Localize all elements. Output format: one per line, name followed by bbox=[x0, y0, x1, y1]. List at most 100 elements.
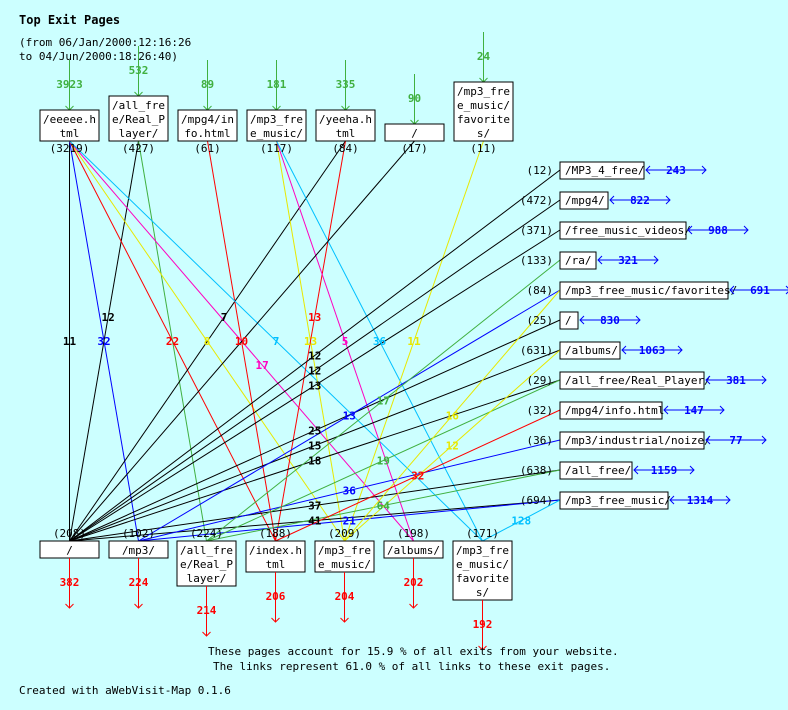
link-line bbox=[276, 140, 414, 542]
link-line bbox=[69, 379, 561, 542]
link-count: 128 bbox=[511, 515, 531, 528]
right-node-7: (29)/all_free/Real_Player/381 bbox=[527, 371, 767, 390]
link-line bbox=[344, 349, 561, 542]
page-label: / bbox=[66, 544, 73, 557]
page-count: (171) bbox=[466, 527, 499, 540]
page-count: (117) bbox=[260, 142, 293, 155]
exit-count: 382 bbox=[60, 576, 80, 589]
top-node-2: 89/mpg4/info.html(61) bbox=[177, 60, 238, 155]
link-line bbox=[138, 499, 561, 542]
link-line bbox=[69, 229, 561, 542]
page-label: /all_fre bbox=[112, 99, 165, 112]
exit-count: 206 bbox=[266, 590, 286, 603]
page-label: /yeeha.h bbox=[319, 113, 372, 126]
page-box bbox=[245, 540, 306, 573]
page-label: layer/ bbox=[187, 572, 227, 585]
external-count: 830 bbox=[600, 314, 620, 327]
external-arrow-right-head bbox=[689, 465, 695, 475]
top-node-1: 532/all_free/Real_Player/(427) bbox=[108, 46, 169, 155]
page-count: (472) bbox=[520, 194, 553, 207]
bottom-node-1: (102)/mp3/224 bbox=[108, 527, 169, 609]
external-arrow-right-head bbox=[653, 255, 659, 265]
link-count: 11 bbox=[63, 335, 77, 348]
page-count: (25) bbox=[527, 314, 554, 327]
link-count: 36 bbox=[343, 485, 357, 498]
page-label: /mp3_free_music/ bbox=[565, 494, 671, 507]
page-box bbox=[559, 311, 579, 330]
link-line bbox=[206, 469, 561, 542]
exit-arrow-head bbox=[271, 617, 280, 623]
link-b0-r11 bbox=[69, 499, 561, 542]
page-label: tml bbox=[60, 127, 80, 140]
page-label: e_music/ bbox=[456, 558, 509, 571]
page-count: (694) bbox=[520, 494, 553, 507]
page-label: e/Real_P bbox=[112, 113, 165, 126]
link-count: 13 bbox=[343, 410, 356, 423]
page-label: /free_music_videos/ bbox=[565, 224, 691, 237]
link-count: 25 bbox=[308, 425, 321, 438]
entry-count: 89 bbox=[201, 78, 214, 91]
page-label: /mp3_fre bbox=[456, 544, 509, 557]
external-arrow-left-head bbox=[609, 195, 615, 205]
page-box bbox=[177, 109, 238, 142]
summary-exits: These pages account for 15.9 % of all ex… bbox=[208, 645, 619, 658]
external-count: 1063 bbox=[639, 344, 666, 357]
page-label: /albums/ bbox=[387, 544, 440, 557]
page-count: (17) bbox=[401, 142, 428, 155]
page-box bbox=[559, 191, 609, 210]
top-node-0: 3923/eeeee.html(3219) bbox=[39, 60, 100, 155]
link-count: 12 bbox=[308, 350, 321, 363]
link-line bbox=[275, 409, 561, 542]
page-box bbox=[559, 251, 597, 270]
page-count: (209) bbox=[328, 527, 361, 540]
page-box bbox=[559, 461, 633, 480]
page-count: (427) bbox=[122, 142, 155, 155]
link-line bbox=[69, 499, 561, 542]
exit-count: 224 bbox=[129, 576, 149, 589]
link-line bbox=[482, 499, 561, 542]
link-line bbox=[69, 140, 415, 542]
bottom-node-6: (171)/mp3_free_music/favorites/192 bbox=[452, 527, 513, 651]
exit-arrow-head bbox=[340, 617, 349, 623]
external-arrow-right-head bbox=[743, 225, 749, 235]
link-t3-b6 bbox=[276, 140, 483, 542]
page-label: s/ bbox=[476, 586, 489, 599]
link-b1-r4 bbox=[138, 289, 561, 542]
page-box bbox=[559, 341, 621, 360]
page-box bbox=[559, 491, 669, 510]
link-count: 64 bbox=[377, 500, 391, 513]
external-count: 147 bbox=[684, 404, 704, 417]
external-arrow-right-head bbox=[701, 165, 707, 175]
external-arrow-right-head bbox=[677, 345, 683, 355]
page-label: fo.html bbox=[184, 127, 230, 140]
link-b2-r7 bbox=[206, 379, 561, 542]
link-count: 15 bbox=[308, 440, 321, 453]
page-box bbox=[559, 221, 687, 240]
page-box bbox=[39, 109, 100, 142]
link-line bbox=[69, 169, 561, 542]
page-label: /mp3/industrial/noize/ bbox=[565, 434, 711, 447]
link-count: 36 bbox=[373, 335, 387, 348]
page-label: /index.h bbox=[249, 544, 302, 557]
page-label: tml bbox=[336, 127, 356, 140]
page-label: /all_fre bbox=[180, 544, 233, 557]
page-label: /mpg4/in bbox=[181, 113, 234, 126]
link-line bbox=[138, 439, 561, 542]
external-count: 822 bbox=[630, 194, 650, 207]
page-label: /all_free/Real_Player/ bbox=[565, 374, 711, 387]
link-t3-b5 bbox=[276, 140, 414, 542]
link-count: 10 bbox=[235, 335, 248, 348]
external-arrow-left-head bbox=[705, 435, 711, 445]
link-line bbox=[69, 319, 561, 542]
page-label: e_music/ bbox=[318, 558, 371, 571]
exit-arrow-head bbox=[409, 603, 418, 609]
external-count: 381 bbox=[726, 374, 746, 387]
external-count: 321 bbox=[618, 254, 638, 267]
bottom-node-0: (208)/382 bbox=[39, 527, 100, 609]
page-count: (84) bbox=[527, 284, 554, 297]
page-box bbox=[559, 371, 705, 390]
link-b2-r3 bbox=[206, 259, 561, 542]
external-arrow-right-head bbox=[719, 405, 725, 415]
page-label: /all_free/ bbox=[565, 464, 631, 477]
